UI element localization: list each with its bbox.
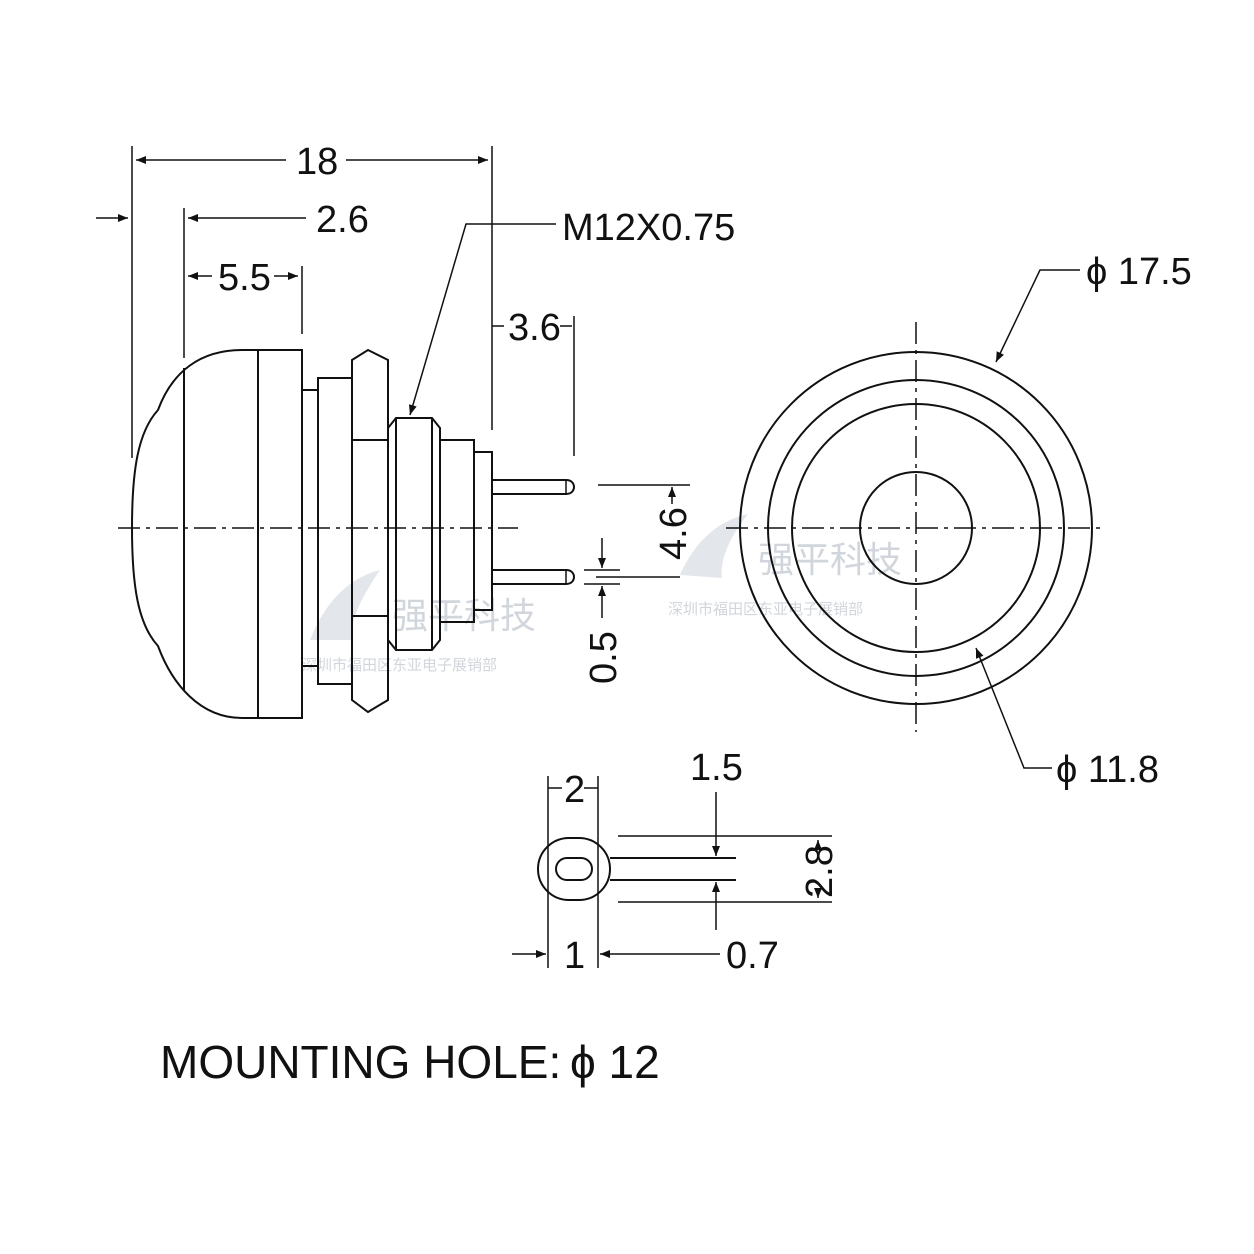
dim-terminal-gap: 0.7	[726, 935, 779, 977]
dome-cap	[130, 349, 303, 719]
watermark-brand-right: 强平科技	[758, 540, 902, 581]
watermark-left: 强平科技 深圳市福田区东亚电子展销部	[302, 570, 536, 674]
dim-outer-diameter: ϕ 17.5	[1086, 251, 1192, 293]
mounting-hole-note: MOUNTING HOLE: ϕ 12	[160, 1036, 660, 1088]
dim-pin-thickness: 0.5	[583, 631, 625, 684]
front-view: ϕ 17.5 ϕ 11.8	[726, 251, 1192, 791]
thread-leader	[408, 223, 556, 416]
leader-outer-diameter	[995, 269, 1080, 363]
rear-housing	[439, 439, 475, 623]
terminal-outer	[537, 837, 611, 901]
side-view: M12X0.75 18 2.6 5.5 3.6 4.6 0.5	[96, 141, 735, 719]
watermark-brand-left: 强平科技	[392, 596, 536, 637]
terminal-detail: 2 1.5 2.8 1 0.7	[512, 747, 841, 977]
dim-overall-length: 18	[296, 141, 338, 183]
thread-label: M12X0.75	[562, 207, 735, 249]
dim-pin-length: 3.6	[508, 307, 561, 349]
dim-inner-diameter: ϕ 11.8	[1056, 749, 1159, 791]
mounting-hole-label: MOUNTING HOLE:	[160, 1036, 561, 1088]
watermark-subtitle-left: 深圳市福田区东亚电子展销部	[302, 656, 497, 674]
hex-nut	[351, 348, 389, 714]
watermark-subtitle-right: 深圳市福田区东亚电子展销部	[668, 600, 863, 618]
watermark-right: 强平科技 深圳市福田区东亚电子展销部	[668, 514, 902, 618]
leader-inner-diameter	[975, 647, 1052, 769]
pin-upper	[492, 479, 576, 495]
dim-terminal-height: 2.8	[799, 845, 841, 898]
rear-cap	[473, 451, 493, 611]
dim-pin-spacing: 4.6	[653, 507, 695, 560]
mounting-hole-value: ϕ 12	[570, 1036, 660, 1088]
dim-cap-offset: 2.6	[316, 199, 369, 241]
terminal-slot	[555, 857, 593, 881]
dim-cap-length: 5.5	[218, 257, 271, 299]
dim-terminal-1: 1	[564, 935, 585, 977]
dim-terminal-hole: 1.5	[690, 747, 743, 789]
pin-lower	[492, 569, 576, 585]
dim-terminal-width: 2	[564, 769, 585, 811]
threaded-body	[387, 417, 441, 651]
